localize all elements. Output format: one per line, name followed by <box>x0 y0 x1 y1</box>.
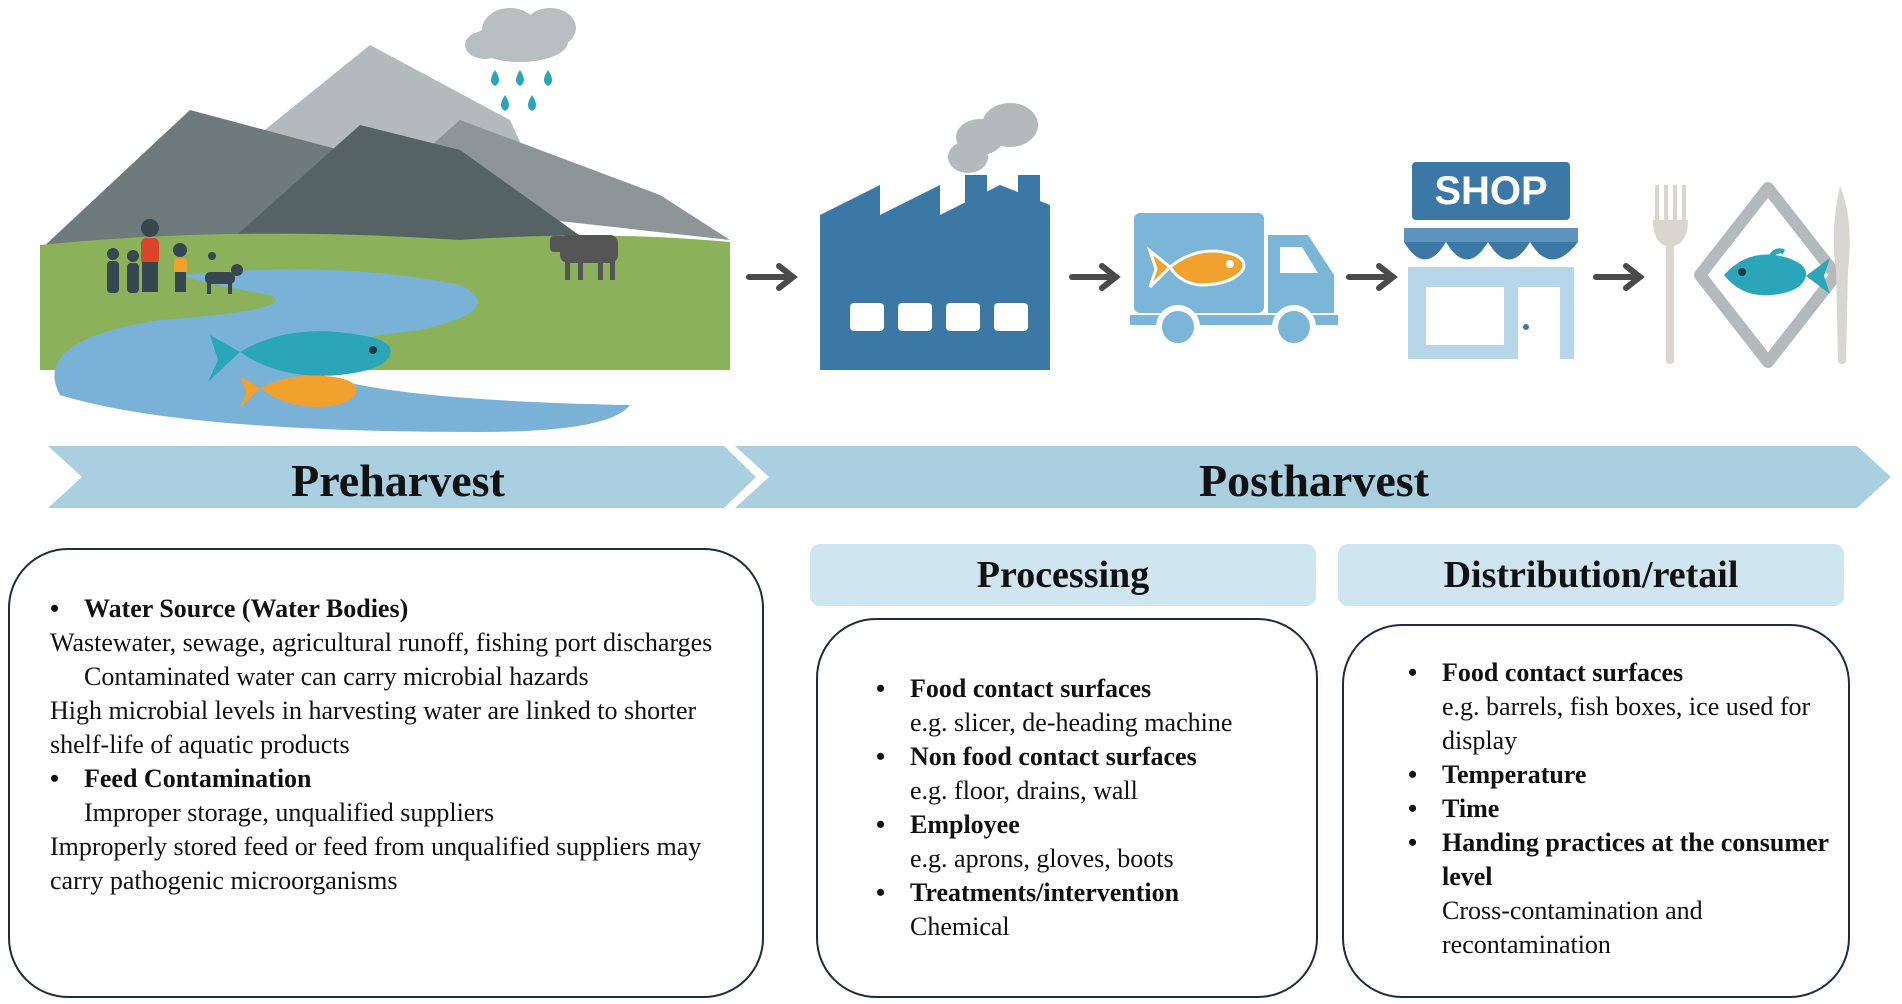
hazard-heading: Time <box>1408 792 1832 826</box>
list-item: Employee e.g. aprons, gloves, boots <box>876 808 1300 876</box>
distribution-retail-hazards-box: Food contact surfaces e.g. barrels, fish… <box>1342 624 1850 998</box>
hazard-detail: e.g. aprons, gloves, boots <box>910 844 1174 873</box>
processing-hazards-box: Food contact surfaces e.g. slicer, de-he… <box>816 618 1318 998</box>
postharvest-label: Postharvest <box>1199 455 1429 506</box>
arrow-right-icon <box>1069 263 1121 291</box>
fish-teal-icon <box>1724 248 1830 296</box>
processing-title-text: Processing <box>976 554 1150 596</box>
fish-teal-icon <box>208 331 391 382</box>
postharvest-banner-arrow <box>735 446 1891 508</box>
fish-dish-plate-icon <box>1653 182 1850 368</box>
list-item: Treatments/intervention Chemical <box>876 876 1300 944</box>
hazard-heading: Temperature <box>1408 758 1832 792</box>
preharvest-hazard-list: Water Source (Water Bodies) Wastewater, … <box>50 592 740 898</box>
hazard-detail: Contaminated water can carry microbial h… <box>84 662 589 691</box>
arrow-right-icon <box>1346 263 1398 291</box>
hazard-heading: Handing practices at the consumer level <box>1408 826 1832 894</box>
arrow-right-icon <box>1593 263 1645 291</box>
factory-icon <box>820 103 1050 370</box>
hazard-detail: Improper storage, unqualified suppliers <box>84 798 495 827</box>
hazard-detail: e.g. floor, drains, wall <box>910 776 1138 805</box>
shop-sign-text: SHOP <box>1434 169 1548 213</box>
knife-icon <box>1833 186 1850 364</box>
delivery-truck-icon <box>1130 213 1338 349</box>
rain-cloud-icon <box>465 8 576 111</box>
hazard-heading: Treatments/intervention <box>876 876 1300 910</box>
arrow-right-icon <box>746 263 798 291</box>
processing-hazard-list: Food contact surfaces e.g. slicer, de-he… <box>876 672 1300 944</box>
distribution-hazard-list: Food contact surfaces e.g. barrels, fish… <box>1408 656 1832 962</box>
list-item: Non food contact surfaces e.g. floor, dr… <box>876 740 1300 808</box>
hazard-detail: e.g. barrels, fish boxes, ice used for d… <box>1442 692 1811 755</box>
processing-title: Processing <box>810 544 1316 606</box>
cow-icon <box>550 235 618 280</box>
hazard-detail: Cross-contamination and recontamination <box>1442 896 1703 959</box>
shop-storefront-icon: SHOP <box>1400 162 1582 362</box>
list-item: Water Source (Water Bodies) Wastewater, … <box>50 592 740 762</box>
list-item: Food contact surfaces e.g. barrels, fish… <box>1408 656 1832 758</box>
hazard-heading: Water Source (Water Bodies) <box>50 592 740 626</box>
fish-orange-icon <box>240 375 357 408</box>
list-item: Time <box>1408 792 1832 826</box>
hazard-heading: Food contact surfaces <box>876 672 1300 706</box>
preharvest-banner-arrow <box>48 446 756 508</box>
hazard-heading: Non food contact surfaces <box>876 740 1300 774</box>
preharvest-landscape-illustration <box>40 8 730 432</box>
list-item: Feed Contamination Improper storage, unq… <box>50 762 740 898</box>
preharvest-hazards-box: Water Source (Water Bodies) Wastewater, … <box>8 548 764 998</box>
fish-orange-icon <box>1146 246 1246 289</box>
hazard-detail: Chemical <box>910 912 1010 941</box>
list-item: Food contact surfaces e.g. slicer, de-he… <box>876 672 1300 740</box>
hazard-heading: Feed Contamination <box>50 762 740 796</box>
river <box>54 269 630 432</box>
preharvest-label: Preharvest <box>291 455 505 506</box>
list-item: Handing practices at the consumer level … <box>1408 826 1832 962</box>
distribution-title-text: Distribution/retail <box>1443 554 1739 596</box>
hazard-detail: e.g. slicer, de-heading machine <box>910 708 1233 737</box>
distribution-retail-title: Distribution/retail <box>1338 544 1844 606</box>
hazard-detail: High microbial levels in harvesting wate… <box>50 696 697 759</box>
dog-icon <box>205 264 243 294</box>
fork-icon <box>1653 185 1688 364</box>
family-people-icon <box>107 219 216 293</box>
hazard-heading: Food contact surfaces <box>1408 656 1832 690</box>
list-item: Temperature <box>1408 758 1832 792</box>
hazard-heading: Employee <box>876 808 1300 842</box>
hazard-detail: Improperly stored feed or feed from unqu… <box>50 832 702 895</box>
hazard-detail: Wastewater, sewage, agricultural runoff,… <box>50 628 713 657</box>
